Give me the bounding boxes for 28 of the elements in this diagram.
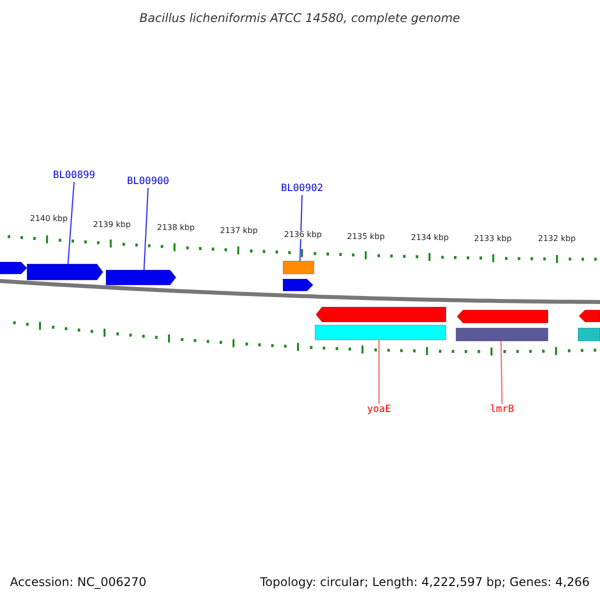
- gene-label: lmrB: [490, 405, 514, 415]
- leader-line: [299, 194, 303, 262]
- gene-label: BL00900: [127, 177, 170, 187]
- gene-label: yoaE: [367, 405, 392, 415]
- gene-bar: [282, 260, 314, 274]
- footer-text: Topology: circular; Length: 4,222,597 bp; Genes: 4,266: [260, 576, 590, 588]
- leader-line: [67, 182, 75, 264]
- leader-line: [143, 188, 149, 270]
- scale-label: 2137 kbp: [220, 227, 258, 235]
- scale-label: 2133 kbp: [474, 235, 512, 243]
- scale-label: 2135 kbp: [347, 233, 385, 241]
- scale-label: 2139 kbp: [93, 221, 131, 229]
- title: Bacillus licheniformis ATCC 14580, complete genome: [140, 12, 460, 24]
- scale-label: 2132 kbp: [538, 235, 576, 243]
- gene-feature: [456, 310, 548, 324]
- gene-feature: [106, 270, 177, 286]
- leader-line: [378, 340, 380, 404]
- scale-label: 2138 kbp: [157, 224, 195, 232]
- leader-line: [500, 340, 503, 404]
- gene-feature: [315, 306, 446, 322]
- gene-bar: [456, 328, 548, 342]
- scale-label: 2136 kbp: [284, 231, 322, 239]
- gene-label: BL00899: [53, 171, 96, 181]
- footer-text: Accession: NC_006270: [10, 576, 146, 588]
- scale-label: 2140 kbp: [30, 215, 68, 223]
- gene-label: BL00902: [281, 184, 324, 194]
- scale-label: 2134 kbp: [411, 234, 449, 242]
- gene-bar: [314, 324, 446, 340]
